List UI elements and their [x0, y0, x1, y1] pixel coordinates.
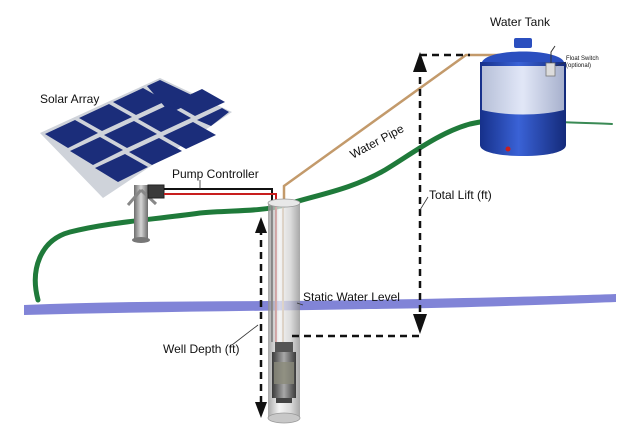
well-casing-top — [267, 198, 301, 208]
float-switch-box — [545, 62, 556, 77]
label-float-switch: Float Switch (optional) — [566, 56, 599, 69]
solar-array — [40, 78, 232, 243]
label-float-switch-line2: (optional) — [566, 62, 592, 69]
tank-water-fill — [482, 66, 564, 115]
leader-float-switch — [555, 61, 567, 67]
solar-panel-cells — [45, 80, 229, 182]
label-solar-array: Solar Array — [40, 92, 100, 106]
water-tank — [480, 38, 566, 156]
total-lift-arrow-down — [413, 314, 427, 334]
solar-mount-pole — [134, 185, 148, 240]
label-pump-controller: Pump Controller — [172, 167, 259, 181]
pump-controller-box — [147, 184, 165, 199]
leader-static-water — [296, 302, 304, 306]
label-well-depth: Well Depth (ft) — [163, 342, 240, 356]
well-depth-arrow-down — [255, 402, 267, 418]
submersible-pump — [272, 342, 296, 403]
well-depth-arrow-up — [255, 217, 267, 233]
water-pipe — [282, 53, 500, 203]
tank-outlet — [505, 146, 511, 152]
water-band — [24, 294, 616, 315]
label-total-lift: Total Lift (ft) — [429, 188, 492, 202]
total-lift-bracket — [292, 53, 470, 338]
leader-total-lift — [419, 196, 429, 211]
leader-well-depth — [231, 324, 259, 346]
label-float-switch-line1: Float Switch — [566, 56, 599, 62]
ground-grass-line-right — [559, 121, 613, 125]
well-casing-bottom — [267, 412, 301, 424]
label-static-water-level: Static Water Level — [303, 290, 400, 304]
label-water-tank: Water Tank — [490, 15, 551, 29]
tank-lid — [482, 51, 564, 62]
total-lift-arrow-up — [413, 52, 427, 72]
